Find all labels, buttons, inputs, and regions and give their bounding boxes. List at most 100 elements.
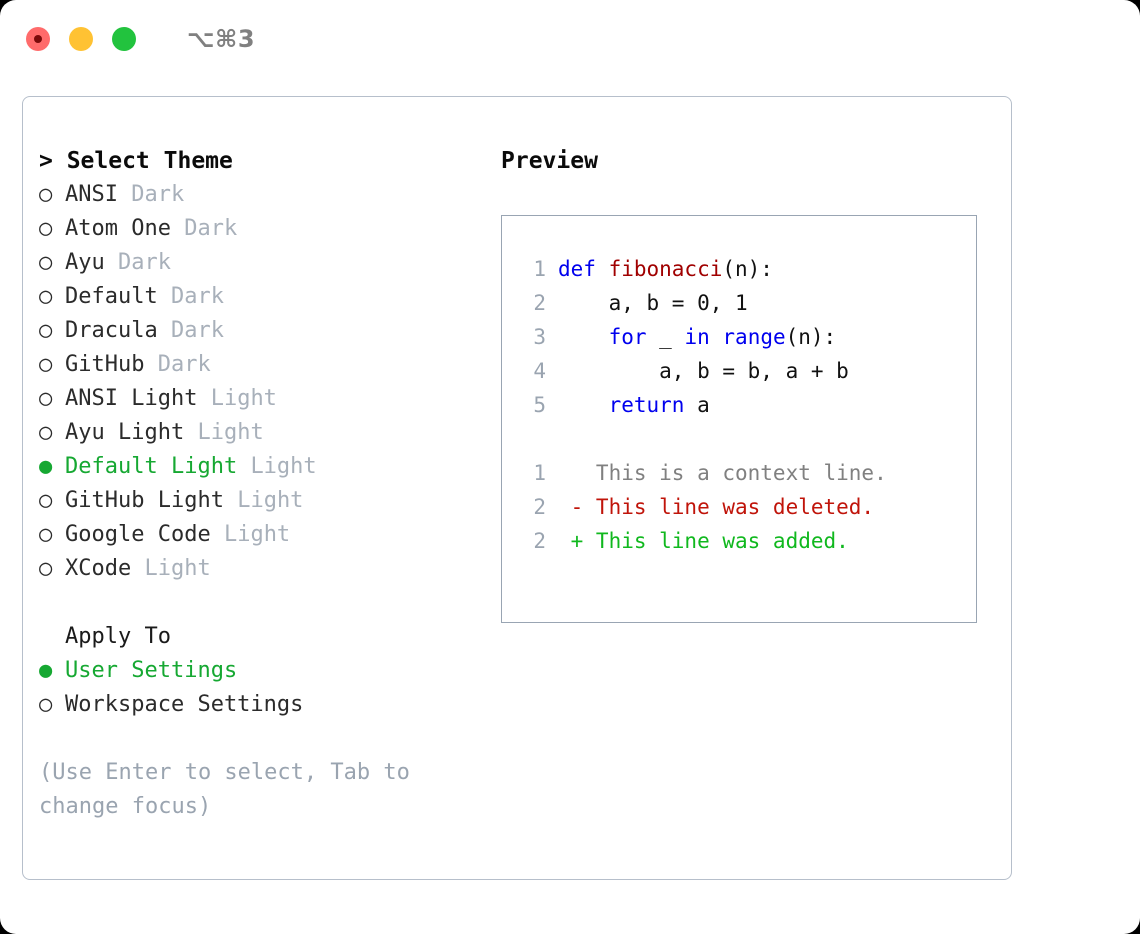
apply-to-title: Apply To: [65, 624, 171, 649]
code-token: return: [608, 393, 685, 417]
radio-unselected-icon: ○: [39, 352, 53, 377]
theme-option-ayu[interactable]: ○ Ayu Dark: [39, 246, 489, 280]
list-spacer: [39, 586, 489, 620]
code-diff-separator: [516, 422, 976, 456]
theme-variant-tag: Dark: [118, 250, 171, 275]
apply-to-option-workspace-settings[interactable]: ○ Workspace Settings: [39, 688, 489, 722]
line-number: 3: [533, 325, 546, 349]
code-token: a, b = b, a + b: [558, 359, 849, 383]
theme-option-label: Ayu Light: [65, 420, 185, 445]
theme-variant-tag: Dark: [184, 216, 238, 241]
radio-unselected-icon: ○: [39, 216, 53, 241]
theme-option-ansi[interactable]: ○ANSI Dark: [39, 178, 489, 212]
theme-option-ayu-light[interactable]: ○Ayu Light Light: [39, 416, 489, 450]
code-line: 4 a, b = b, a + b: [516, 354, 976, 388]
diff-line: 2 - This line was deleted.: [516, 490, 976, 524]
window-controls: [26, 27, 136, 51]
line-number: 1: [533, 257, 546, 281]
theme-option-label: XCode: [65, 556, 132, 581]
theme-option-label: GitHub: [65, 352, 145, 377]
code-token: a: [684, 393, 710, 417]
apply-to-list[interactable]: ● User Settings ○ Workspace Settings: [39, 654, 489, 722]
line-number: 1: [533, 461, 546, 485]
apply-to-option-label: Workspace Settings: [65, 692, 304, 717]
code-line: 3 for _ in range(n):: [516, 320, 976, 354]
code-token: [710, 325, 723, 349]
theme-variant-tag: Light: [210, 386, 277, 411]
radio-unselected-icon: ○: [39, 488, 53, 513]
code-token: def: [558, 257, 609, 281]
theme-option-label: Default: [65, 284, 158, 309]
code-token: - This line was deleted.: [558, 495, 875, 519]
radio-selected-icon: ●: [39, 658, 53, 683]
code-token: This is a context line.: [558, 461, 887, 485]
close-button[interactable]: [26, 27, 50, 51]
theme-variant-tag: Light: [144, 556, 211, 581]
theme-option-github[interactable]: ○ GitHub Dark: [39, 348, 489, 382]
theme-option-label: Atom One: [65, 216, 171, 241]
theme-variant-tag: Light: [197, 420, 264, 445]
diff-line: 2 + This line was added.: [516, 524, 976, 558]
radio-selected-icon: ●: [39, 454, 53, 479]
theme-variant-tag: Dark: [170, 284, 224, 309]
theme-variant-tag: Dark: [157, 352, 211, 377]
radio-unselected-icon: ○: [39, 386, 53, 411]
line-number: 2: [533, 529, 546, 553]
theme-selection-column: > Select Theme ○ANSI Dark○Atom One Dark○…: [39, 144, 489, 824]
preview-header: Preview: [501, 148, 598, 174]
theme-variant-tag: Light: [223, 522, 291, 547]
theme-option-label: Ayu: [65, 250, 105, 275]
apply-to-option-user-settings[interactable]: ● User Settings: [39, 654, 489, 688]
line-number: 4: [533, 359, 546, 383]
theme-picker-panel: > Select Theme ○ANSI Dark○Atom One Dark○…: [22, 96, 1012, 880]
code-token: _: [646, 325, 685, 349]
code-token: in: [684, 325, 710, 349]
minimize-button[interactable]: [69, 27, 93, 51]
code-token: [558, 325, 609, 349]
line-number: 5: [533, 393, 546, 417]
theme-option-default-light[interactable]: ●Default Light Light: [39, 450, 489, 484]
theme-option-default[interactable]: ○ Default Dark: [39, 280, 489, 314]
theme-variant-tag: Dark: [170, 318, 224, 343]
theme-variant-tag: Light: [237, 488, 304, 513]
theme-option-atom-one[interactable]: ○ Atom One Dark: [39, 212, 489, 246]
code-token: a, b = 0, 1: [558, 291, 748, 315]
keyboard-hint: (Use Enter to select, Tab to change focu…: [39, 760, 424, 819]
code-token: for: [608, 325, 647, 349]
code-token: range: [722, 325, 786, 349]
theme-option-label: ANSI: [65, 182, 118, 207]
code-token: [558, 393, 609, 417]
line-number: 2: [533, 495, 546, 519]
radio-unselected-icon: ○: [39, 318, 53, 343]
theme-variant-tag: Light: [250, 454, 317, 479]
title-bar: ⌥⌘3: [0, 0, 1140, 78]
maximize-button[interactable]: [112, 27, 136, 51]
theme-list[interactable]: ○ANSI Dark○Atom One Dark○Ayu Dark○Defaul…: [39, 178, 489, 586]
theme-option-label: Google Code: [65, 522, 211, 547]
theme-option-dracula[interactable]: ○ Dracula Dark: [39, 314, 489, 348]
radio-unselected-icon: ○: [39, 284, 53, 309]
diff-line: 1 This is a context line.: [516, 456, 976, 490]
line-number: 2: [533, 291, 546, 315]
radio-unselected-icon: ○: [39, 250, 53, 275]
code-token: fibonacci: [608, 257, 723, 281]
select-theme-header: > Select Theme: [39, 148, 233, 174]
theme-option-label: Dracula: [65, 318, 158, 343]
theme-option-google-code[interactable]: ○ Google Code Light: [39, 518, 489, 552]
code-token: + This line was added.: [558, 529, 849, 553]
apply-to-option-label: User Settings: [65, 658, 238, 683]
theme-option-github-light[interactable]: ○GitHub Light Light: [39, 484, 489, 518]
code-line: 2 a, b = 0, 1: [516, 286, 976, 320]
theme-option-xcode[interactable]: ○ XCode Light: [39, 552, 489, 586]
diff-sample: 1 This is a context line.2 - This line w…: [516, 456, 976, 558]
radio-unselected-icon: ○: [39, 522, 53, 547]
radio-unselected-icon: ○: [39, 556, 53, 581]
theme-option-ansi-light[interactable]: ○ANSI Light Light: [39, 382, 489, 416]
code-line: 5 return a: [516, 388, 976, 422]
radio-unselected-icon: ○: [39, 692, 53, 717]
